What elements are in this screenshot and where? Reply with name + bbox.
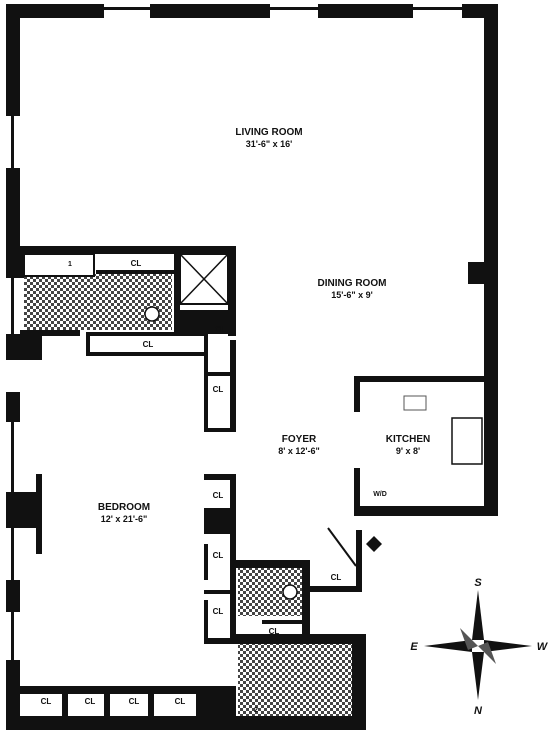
dining-room-dims: 15'-6" x 9' [331, 290, 373, 300]
bedroom-dims: 12' x 21'-6" [101, 514, 148, 524]
closet-label: CL [175, 697, 186, 706]
compass-south: S [474, 577, 482, 589]
foyer-label: FOYER [282, 434, 317, 445]
living-room-label: LIVING ROOM [235, 127, 302, 138]
closet-label: CL [269, 627, 280, 636]
exterior-walls [6, 4, 498, 730]
bath-3-floor [238, 644, 352, 716]
closet-label: CL [41, 697, 52, 706]
compass-arrow-west [484, 640, 532, 652]
toilet-1 [144, 306, 160, 322]
fixtures [23, 253, 483, 716]
closet-label: CL [143, 340, 154, 349]
compass-rose: S N E W [410, 577, 548, 717]
bath-1-number: 1 [68, 261, 72, 268]
door-knob [366, 536, 382, 552]
compass-west: W [537, 641, 549, 653]
compass-east: E [410, 641, 418, 653]
bath-1-floor [24, 274, 172, 330]
closet-label: CL [213, 607, 224, 616]
foyer-dims: 8' x 12'-6" [278, 446, 320, 456]
closet-label: CL [131, 259, 142, 268]
closet-label: CL [213, 551, 224, 560]
compass-arrow-east [424, 640, 472, 652]
closet-label: CL [215, 325, 226, 334]
kitchen-counter [451, 417, 483, 465]
toilet-2 [282, 584, 298, 600]
closet-label: CL [213, 385, 224, 394]
compass-arrow-south [472, 590, 484, 640]
closet-labels: CL CL CL CL CL CL CL CL CL CL CL CL CL [41, 259, 342, 706]
kitchen-dims: 9' x 8' [396, 446, 420, 456]
closet-label: CL [85, 697, 96, 706]
bath-2-number: 2 [254, 707, 258, 714]
bathtub-1 [23, 253, 95, 277]
washer-dryer-label: W/D [373, 491, 387, 498]
dining-room-label: DINING ROOM [318, 278, 387, 289]
closet-label: CL [129, 697, 140, 706]
bedroom-label: BEDROOM [98, 502, 150, 513]
room-labels: LIVING ROOM 31'-6" x 16' DINING ROOM 15'… [68, 127, 430, 714]
kitchen-label: KITCHEN [386, 434, 430, 445]
closet-label: CL [213, 491, 224, 500]
entry-door [327, 527, 357, 567]
closet-label: CL [331, 573, 342, 582]
living-room-dims: 31'-6" x 16' [246, 139, 293, 149]
compass-arrow-north [472, 652, 484, 700]
interior-walls [20, 246, 488, 716]
compass-north: N [474, 705, 483, 717]
